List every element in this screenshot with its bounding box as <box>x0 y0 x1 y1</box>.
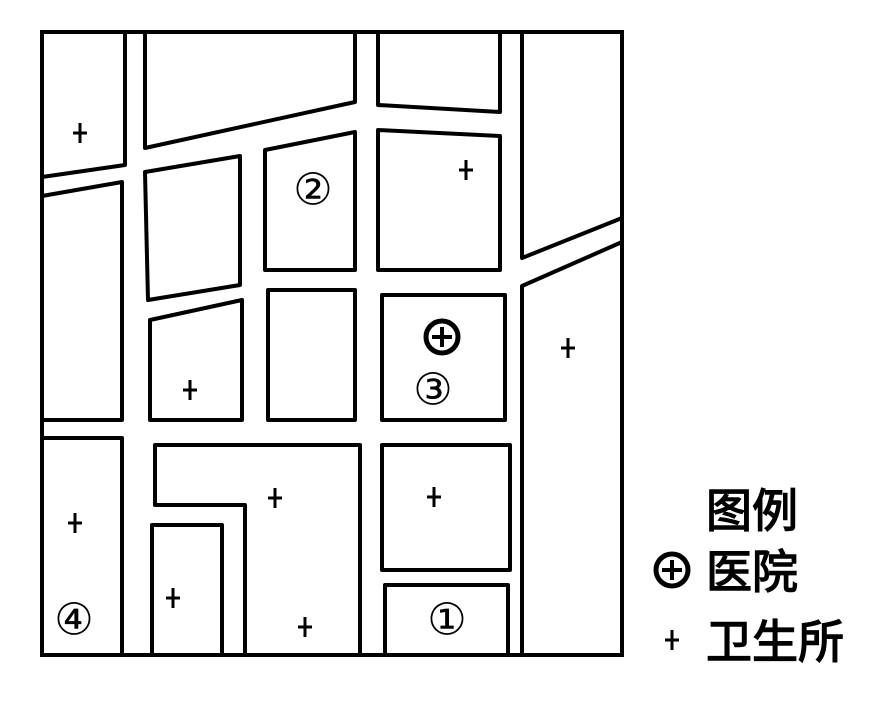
area-label-1: ① <box>427 595 466 646</box>
hospital-icon <box>423 318 461 356</box>
legend: 图例 医院 卫生所 <box>653 484 844 669</box>
legend-hospital-label: 医院 <box>706 545 798 599</box>
block <box>143 154 242 302</box>
block <box>376 128 502 272</box>
block <box>263 130 357 272</box>
block <box>148 298 244 422</box>
clinic-icon <box>663 628 681 652</box>
hospital-icon <box>653 551 691 589</box>
block <box>380 293 507 422</box>
city-blocks <box>40 30 624 657</box>
legend-title: 图例 <box>706 484 798 538</box>
block <box>376 30 502 114</box>
block <box>520 30 624 260</box>
block <box>520 240 624 657</box>
area-label-3: ③ <box>413 365 452 416</box>
block <box>266 288 357 422</box>
legend-clinic-label: 卫生所 <box>706 615 844 669</box>
block <box>40 180 124 422</box>
block <box>380 443 512 572</box>
area-label-2: ② <box>293 165 332 216</box>
area-label-4: ④ <box>54 595 93 646</box>
block <box>40 30 127 179</box>
block <box>150 523 224 657</box>
